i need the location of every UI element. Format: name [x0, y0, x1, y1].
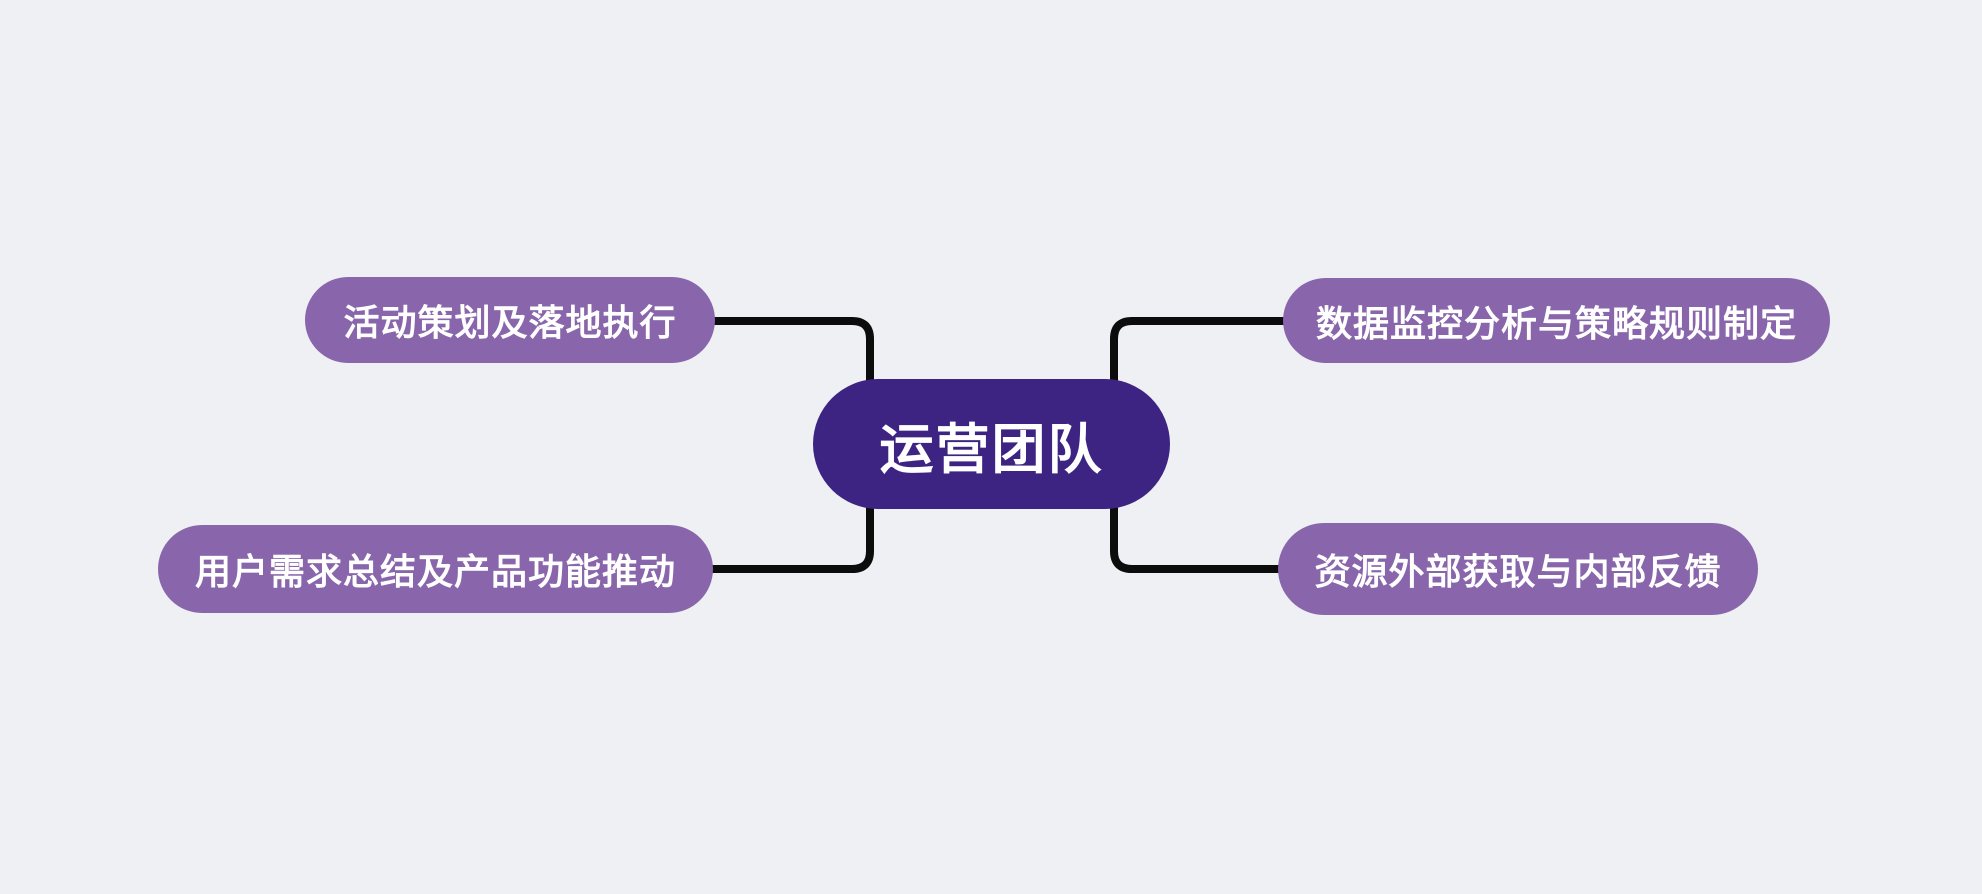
branch-node-data-monitoring[interactable]: 数据监控分析与策略规则制定: [1283, 278, 1830, 363]
connector-bottom-right: [1110, 444, 1285, 573]
connector-top-left: [710, 317, 874, 444]
branch-node-resource-feedback[interactable]: 资源外部获取与内部反馈: [1278, 523, 1758, 615]
branch-node-user-needs[interactable]: 用户需求总结及产品功能推动: [158, 525, 713, 613]
root-node-operations-team[interactable]: 运营团队: [813, 379, 1170, 509]
connector-bottom-left: [710, 444, 874, 573]
branch-node-activity-planning[interactable]: 活动策划及落地执行: [305, 277, 715, 363]
connector-top-right: [1110, 317, 1288, 444]
